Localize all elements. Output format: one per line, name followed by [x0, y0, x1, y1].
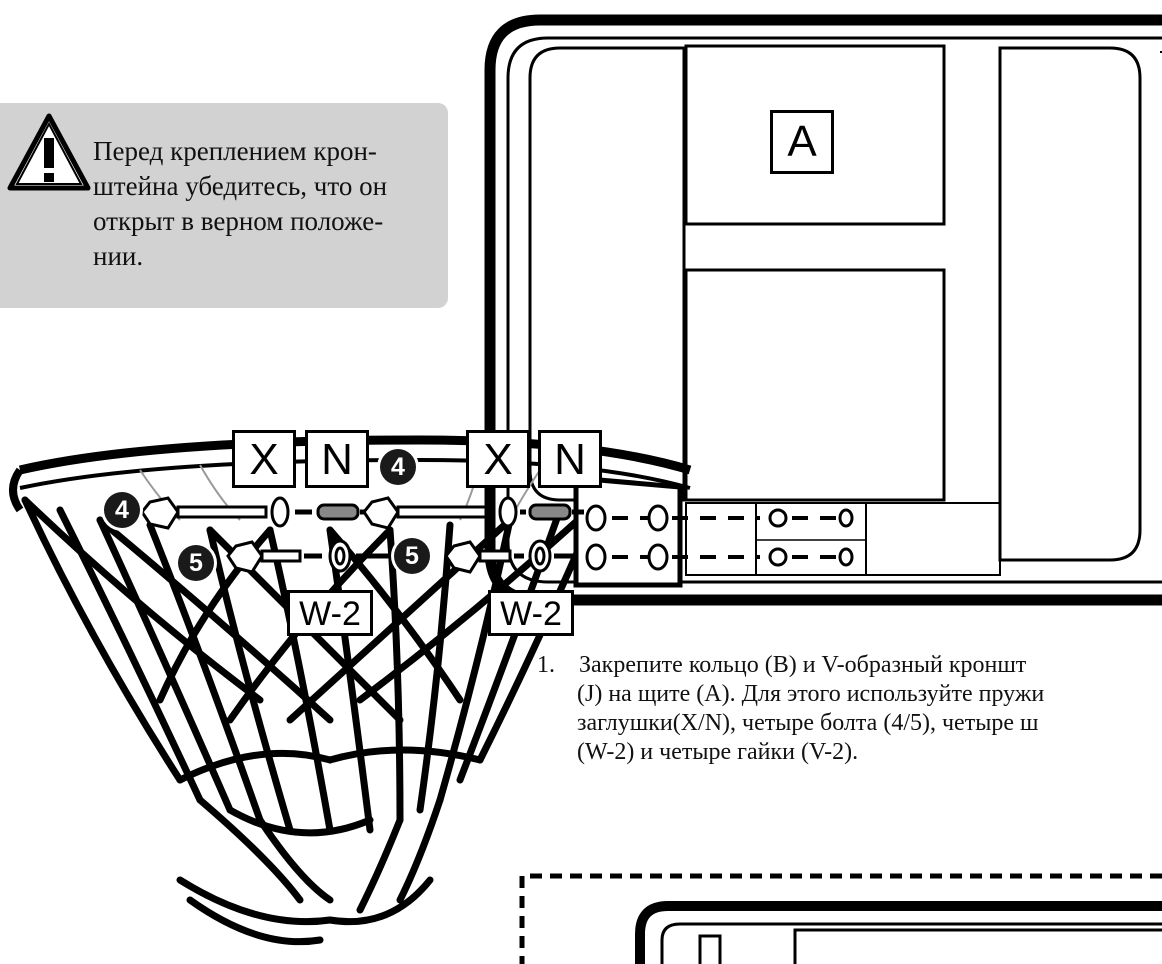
label-x-washer-right: X — [466, 430, 530, 488]
step-line: Закрепите кольцо (B) и V-образный кроншт — [579, 652, 1027, 678]
bracket-drawing — [573, 475, 854, 588]
label-n-spring-right: N — [538, 430, 602, 488]
label-w2-washer-right: W-2 — [488, 590, 574, 636]
inset-frame-drawing — [519, 873, 1162, 964]
warning-text: Перед креплением крон- штейна убедитесь,… — [93, 134, 443, 274]
label-a-backboard: A — [770, 110, 834, 174]
step-line: (W-2) и четыре гайки (V-2). — [577, 739, 859, 765]
step-line: заглушки(X/N), четыре болта (4/5), четыр… — [577, 710, 1039, 736]
label-w2-washer-left: W-2 — [287, 590, 373, 636]
warning-line: штейна убедитесь, что он — [93, 171, 388, 201]
warning-line: открыт в верном положе- — [93, 206, 384, 236]
label-n-spring-left: N — [305, 430, 369, 488]
warning-line: Перед креплением крон- — [93, 136, 377, 166]
callout-bolt-4-left: 4 — [104, 492, 140, 528]
warning-box — [0, 103, 448, 308]
callout-bolt-5-mid: 5 — [394, 538, 430, 574]
step-instruction: 1. Закрепите кольцо (B) и V-образный кро… — [537, 651, 1162, 767]
step-line-first: 1. Закрепите кольцо (B) и V-образный кро… — [537, 651, 1162, 680]
hardware-lower-drawing — [226, 539, 574, 574]
callout-bolt-5-left: 5 — [178, 545, 214, 581]
step-number: 1. — [537, 652, 555, 678]
warning-line: нии. — [93, 241, 144, 271]
label-x-washer-left: X — [232, 430, 296, 488]
hardware-upper-drawing — [140, 496, 584, 530]
warning-triangle-icon — [7, 113, 91, 191]
callout-bolt-4-top: 4 — [380, 449, 416, 485]
step-line: (J) на щите (A). Для этого используйте п… — [577, 681, 1045, 707]
